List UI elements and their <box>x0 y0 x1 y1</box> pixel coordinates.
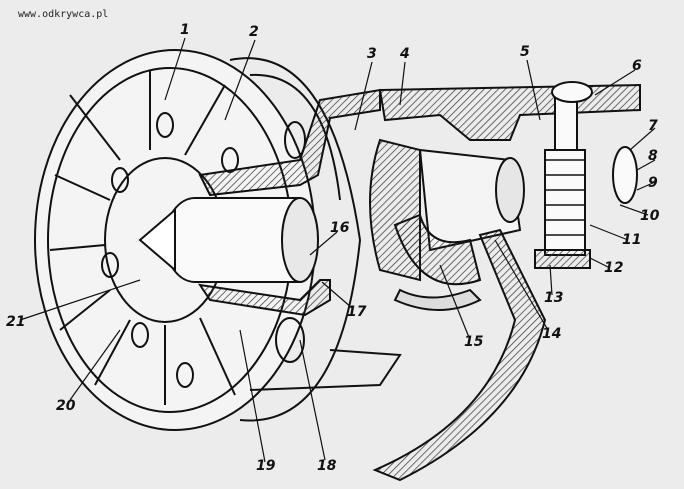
callout-18: 18 <box>317 458 337 474</box>
hub-shell <box>197 88 381 317</box>
callout-3: 3 <box>367 46 377 62</box>
half-shaft <box>138 197 319 283</box>
leader-lines <box>19 37 656 463</box>
callout-6: 6 <box>632 58 642 74</box>
callout-12: 12 <box>604 260 623 276</box>
callout-2: 2 <box>249 24 259 40</box>
callout-5: 5 <box>520 44 530 60</box>
steering-knuckle <box>369 83 641 282</box>
gear-ring <box>393 213 482 311</box>
callout-8: 8 <box>648 148 658 164</box>
callout-4: 4 <box>399 46 410 62</box>
kingpin-assembly <box>534 81 638 269</box>
callout-13: 13 <box>544 290 563 306</box>
callout-9: 9 <box>648 175 658 191</box>
callout-16: 16 <box>330 220 350 236</box>
callout-14: 14 <box>542 326 561 342</box>
callout-21: 21 <box>6 314 25 330</box>
brake-drum <box>229 57 402 422</box>
callout-20: 20 <box>56 398 76 414</box>
watermark: www.odkrywca.pl <box>18 9 109 20</box>
callout-1: 1 <box>180 22 190 38</box>
callout-7: 7 <box>648 118 658 134</box>
callout-19: 19 <box>256 458 276 474</box>
support-arm <box>372 228 547 482</box>
callout-15: 15 <box>464 334 484 350</box>
callout-11: 11 <box>622 232 641 248</box>
callout-10: 10 <box>640 208 660 224</box>
callout-17: 17 <box>347 304 367 320</box>
